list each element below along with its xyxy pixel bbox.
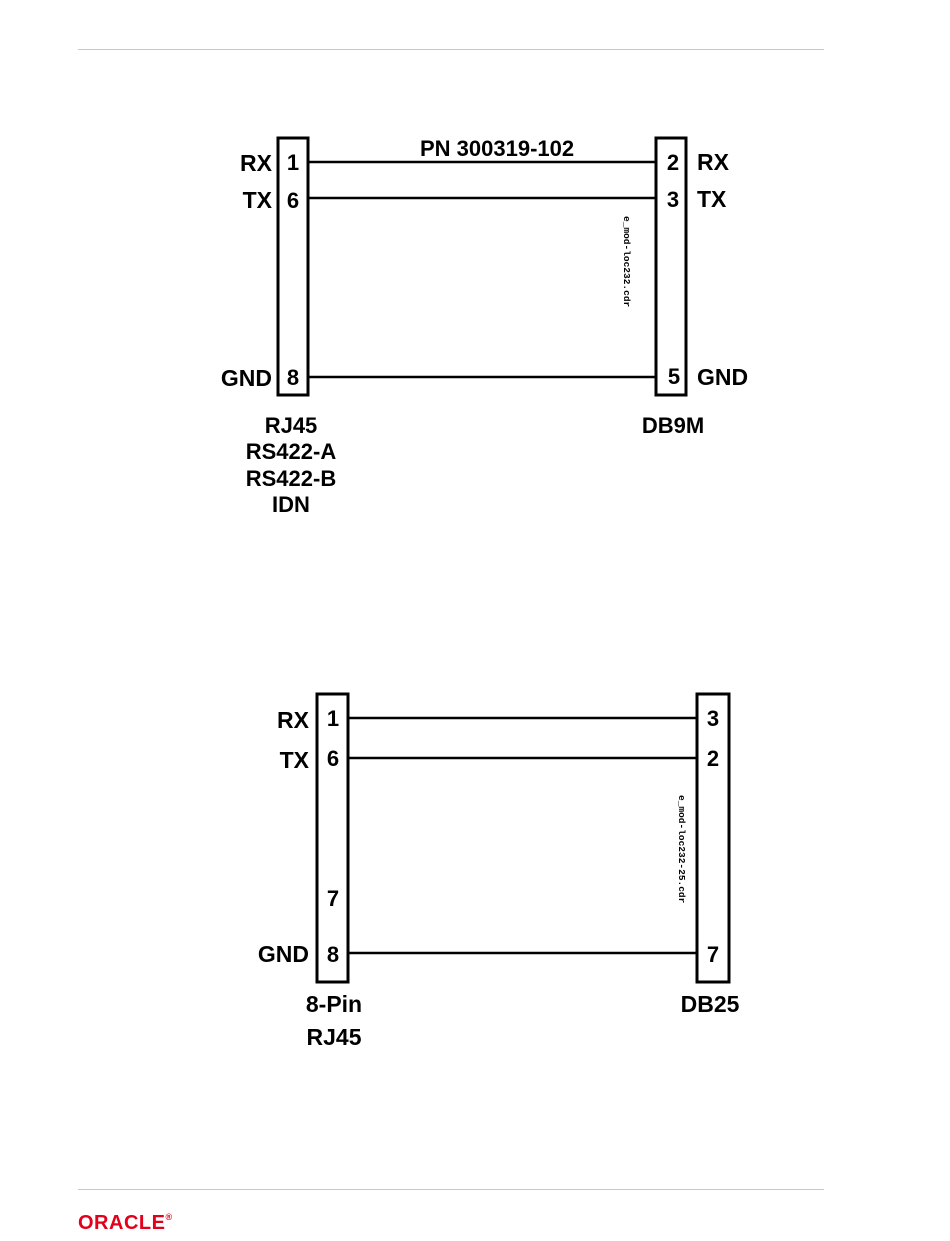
right-connector-label: DB9M xyxy=(642,413,704,438)
left-signal-rx: RX xyxy=(277,707,310,733)
left-signal-rx: RX xyxy=(240,150,273,176)
right-pin-3: 3 xyxy=(707,706,719,731)
left-signal-gnd: GND xyxy=(258,941,309,967)
right-pin-2: 2 xyxy=(667,150,679,175)
logo-registered-mark: ® xyxy=(165,1212,172,1222)
left-pin-1: 1 xyxy=(327,706,339,731)
connector-label-line-4: IDN xyxy=(272,492,310,517)
right-pin-3: 3 xyxy=(667,187,679,212)
part-number: PN 300319-102 xyxy=(420,136,574,161)
db9m-connector-box xyxy=(656,138,686,395)
left-pin-1: 1 xyxy=(287,150,299,175)
left-pin-8: 8 xyxy=(327,942,339,967)
file-label: e_mod-loc232.cdr xyxy=(621,216,632,308)
left-signal-tx: TX xyxy=(243,187,273,213)
oracle-logo: ORACLE® xyxy=(78,1212,173,1235)
right-signal-rx: RX xyxy=(697,149,730,175)
right-pin-7: 7 xyxy=(707,942,719,967)
rj45-connector-box xyxy=(317,694,348,982)
left-pin-6: 6 xyxy=(327,746,339,771)
left-pin-6: 6 xyxy=(287,188,299,213)
diagram-rj45-db25: RX TX GND 1 6 7 8 3 2 7 e_mod-loc232-25.… xyxy=(258,694,740,1050)
left-pin-7: 7 xyxy=(327,886,339,911)
left-signal-gnd: GND xyxy=(221,365,272,391)
rj45-connector-box xyxy=(278,138,308,395)
connector-label-line-2: RJ45 xyxy=(307,1024,362,1050)
right-signal-gnd: GND xyxy=(697,364,748,390)
right-pin-5: 5 xyxy=(668,364,680,389)
connector-label-line-1: RJ45 xyxy=(265,413,318,438)
file-label: e_mod-loc232-25.cdr xyxy=(676,795,687,904)
left-pin-8: 8 xyxy=(287,365,299,390)
right-connector-label: DB25 xyxy=(681,991,740,1017)
connector-label-line-3: RS422-B xyxy=(246,466,336,491)
connector-label-line-1: 8-Pin xyxy=(306,991,362,1017)
right-pin-2: 2 xyxy=(707,746,719,771)
db25-connector-box xyxy=(697,694,729,982)
connector-label-line-2: RS422-A xyxy=(246,439,337,464)
left-signal-tx: TX xyxy=(280,747,310,773)
logo-wordmark: ORACLE xyxy=(78,1212,165,1234)
diagram-rj45-db9m: PN 300319-102 RX TX GND 1 6 8 2 3 5 RX T… xyxy=(221,136,748,517)
right-signal-tx: TX xyxy=(697,186,727,212)
